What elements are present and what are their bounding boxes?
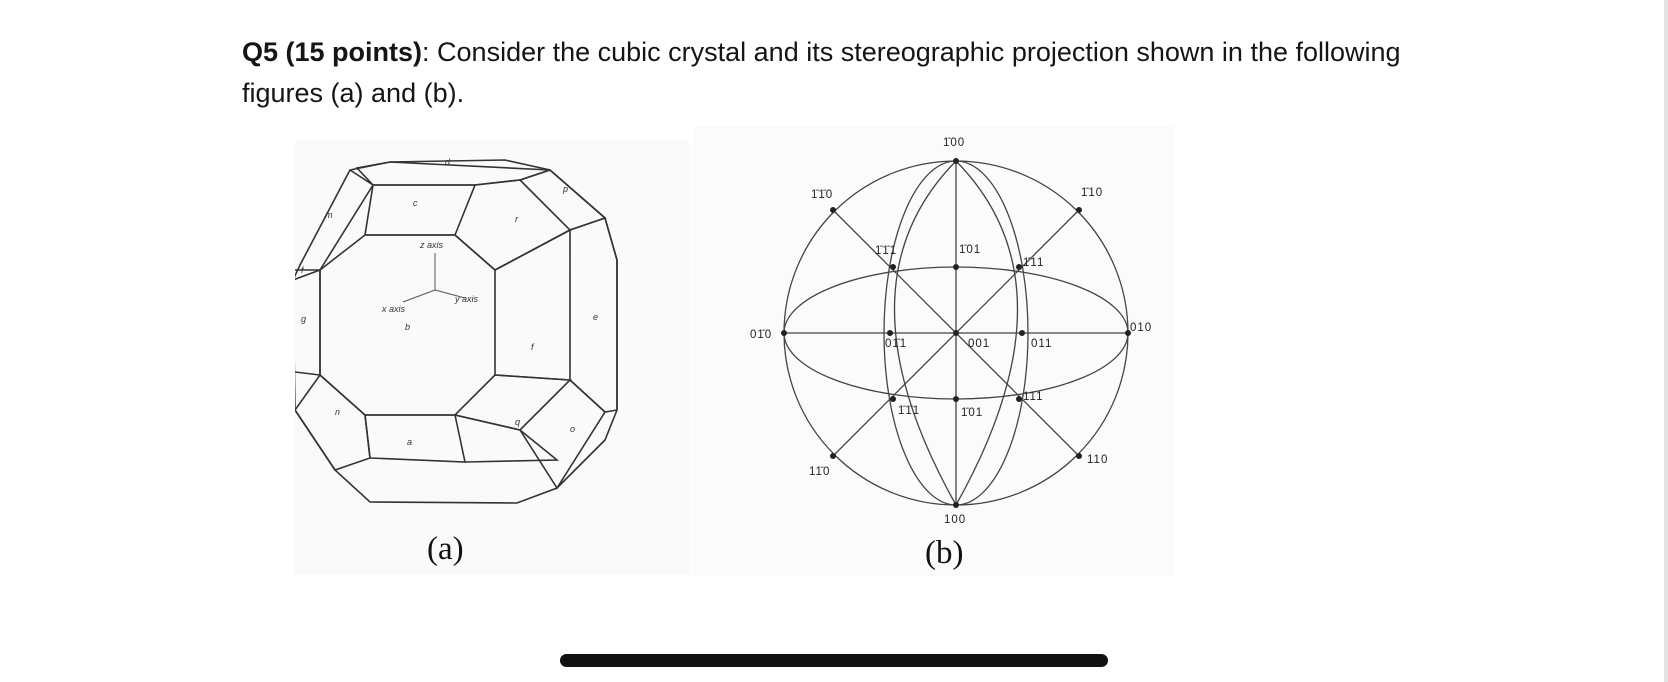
face-label-e: e [593, 312, 598, 322]
pole-label: 01̄0 [750, 329, 772, 341]
axis-label-x: x axis [381, 304, 406, 314]
pole-label: 111 [1023, 391, 1043, 403]
crystal-drawing: m d c p r f e g b f n a q o z axis x axi… [292, 157, 618, 567]
caption-b: (b) [925, 535, 963, 571]
question-text: Q5 (15 points): Consider the cubic cryst… [242, 32, 1422, 114]
pole-label: 001 [968, 338, 990, 350]
face-label-n: n [335, 407, 340, 417]
axis-label-z: z axis [419, 240, 444, 250]
axis-label-y: y axis [454, 294, 479, 304]
pole-label: 1̄11 [1023, 257, 1044, 269]
pole-label: 11̄0 [809, 466, 830, 478]
face-label-a: a [407, 437, 412, 447]
face-label-b: b [405, 322, 410, 332]
pole-label: 1̄10 [1081, 187, 1103, 199]
pole-label: 011 [1031, 338, 1052, 350]
pole-markers [781, 158, 1131, 508]
question-body: : Consider the cubic crystal and its ste… [242, 37, 1401, 108]
face-label-f-right: f [531, 342, 535, 352]
face-label-o: o [570, 424, 575, 434]
page-edge [1664, 0, 1668, 682]
pole-label: 110 [1087, 454, 1108, 466]
figure-a: m d c p r f e g b f n a q o z axis x axi… [292, 140, 690, 575]
pole-label: 1̄01 [961, 407, 983, 419]
face-label-q: q [515, 417, 520, 427]
face-label-c: c [413, 198, 418, 208]
home-indicator-bar[interactable] [560, 654, 1108, 667]
face-label-d: d [445, 157, 451, 167]
pole-label: 1̄1̄1 [875, 245, 897, 257]
pole-label: 010 [1130, 322, 1152, 334]
axis-arrows [402, 253, 466, 303]
pole-label: 1̄00 [943, 137, 965, 149]
pole-label: 01̄1 [885, 338, 907, 350]
stereographic-projection: 1̄00 1̄1̄0 1̄10 1̄1̄1 1̄01 1̄11 01̄0 01̄… [750, 137, 1152, 571]
question-label: Q5 (15 points) [242, 37, 423, 67]
face-label-r: r [515, 214, 519, 224]
pole-label: 1̄01 [959, 244, 981, 256]
figure-b: 1̄00 1̄1̄0 1̄10 1̄1̄1 1̄01 1̄11 01̄0 01̄… [693, 126, 1173, 576]
face-label-p: p [562, 184, 568, 194]
face-label-f-left: f [301, 265, 305, 275]
caption-a: (a) [427, 531, 464, 567]
crystal-outline [292, 159, 618, 504]
face-label-g: g [301, 314, 306, 324]
pole-label: 1̄1̄1 [898, 405, 920, 417]
pole-label: 100 [944, 514, 966, 526]
face-label-m: m [325, 210, 333, 220]
pole-label: 1̄1̄0 [811, 189, 833, 201]
